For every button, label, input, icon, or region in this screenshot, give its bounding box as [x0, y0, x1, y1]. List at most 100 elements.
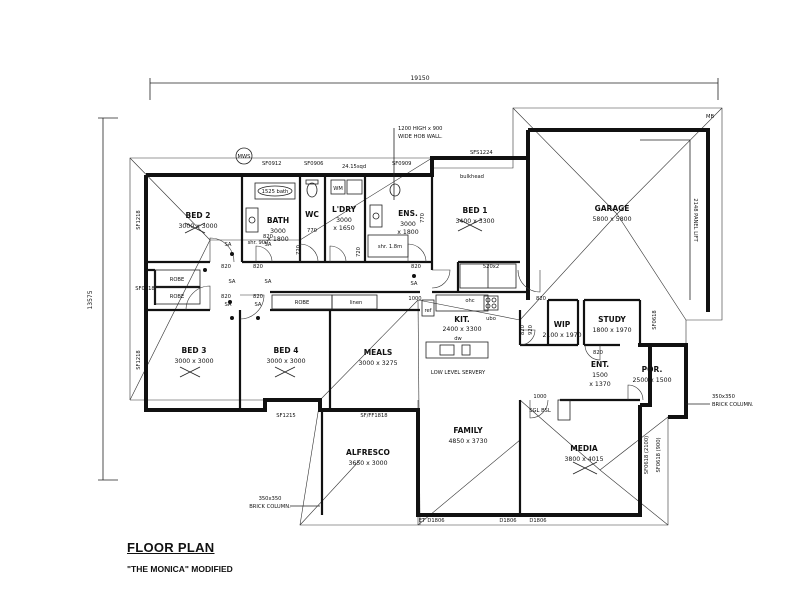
wip-name: WIP — [554, 320, 571, 329]
door-width: 820 — [593, 350, 603, 356]
low-servery-label: LOW LEVEL SERVERY — [431, 370, 486, 376]
ens-size2: x 1800 — [397, 229, 418, 236]
external-walls — [144, 128, 710, 517]
fixtures — [154, 139, 691, 421]
por-size: 2500 x 1500 — [632, 377, 671, 384]
door-code: D1806 — [427, 518, 444, 524]
garage-size: 5800 x 5800 — [592, 216, 631, 223]
wm-label: WM — [333, 186, 343, 192]
ldry-size: 3000 — [336, 217, 352, 224]
room-labels: BED 2 3000 x 3000 BATH 3000 x 1800 WC L'… — [174, 204, 671, 467]
door-width: 820 — [221, 264, 231, 270]
overall-width-label: 19150 — [410, 75, 429, 82]
window-code: SF0618 (2100) — [644, 436, 650, 474]
sa-tag: SA — [411, 281, 418, 287]
window-codes: SF0912 SF0906 24.15sqd SF0909 SFS1224 SF… — [135, 150, 662, 474]
roof-outline — [129, 107, 723, 526]
ohc-label: ohc — [465, 298, 474, 304]
door-width: 1000 — [533, 394, 546, 400]
overall-depth-label: 13575 — [87, 290, 94, 309]
ent-size2: x 1370 — [589, 381, 610, 388]
robe-label: ROBE — [295, 300, 310, 306]
bed1-size: 3400 x 3300 — [455, 218, 494, 225]
robe-label: ROBE — [170, 277, 185, 283]
area-label: 24.15sqd — [342, 164, 366, 170]
sa-tag: SA — [225, 302, 232, 308]
hob-wall-note-1: 1200 HIGH x 900 — [398, 126, 442, 132]
ens-size: 3000 — [400, 221, 416, 228]
bed2-name: BED 2 — [186, 211, 211, 220]
bath-size2: x 1800 — [267, 236, 288, 243]
window-code: SF1218 — [136, 350, 142, 369]
sa-tag: SA — [255, 302, 262, 308]
kit-name: KIT. — [454, 315, 470, 324]
meals-name: MEALS — [364, 348, 393, 357]
door-swings — [185, 237, 644, 419]
por-name: POR. — [642, 365, 663, 374]
brick-column-note: BRICK COLUMN. — [712, 402, 754, 408]
window-code: SF0618 (900) — [656, 437, 662, 472]
bed1-name: BED 1 — [463, 206, 488, 215]
bath-size: 3000 — [270, 228, 286, 235]
kit-size: 2400 x 3300 — [442, 326, 481, 333]
wc-name: WC — [305, 210, 319, 219]
door-width-labels: 820 820 820 820 820 820 820 820 770 770 … — [221, 213, 603, 524]
brick-column-note: 350x350 — [712, 394, 735, 400]
shower-label: shr. 900 — [248, 240, 269, 246]
brick-column-note: BRICK COLUMN. — [249, 504, 291, 510]
wip-size: 2100 x 1970 — [542, 332, 581, 339]
window-code: SF0906 — [304, 161, 323, 167]
door-width: 820 — [221, 294, 231, 300]
door-width: 820 — [411, 264, 421, 270]
window-code: SFS1224 — [470, 150, 493, 156]
sa-tag: SA — [229, 279, 236, 285]
door-code: D1806 — [529, 518, 546, 524]
ubo-label: ubo — [486, 316, 496, 322]
alfresco-size: 3650 x 3000 — [348, 460, 387, 467]
dw-label: dw — [454, 336, 462, 342]
study-size: 1800 x 1970 — [592, 327, 631, 334]
window-code: SF1215 — [276, 413, 295, 419]
door-width: 820 — [253, 294, 263, 300]
door-width: 720 — [356, 247, 362, 257]
et-label: ET — [419, 518, 426, 524]
sa-tag: SA — [265, 279, 272, 285]
door-width: 720 — [296, 245, 302, 255]
door-width: 820 — [536, 296, 546, 302]
overall-depth-dimension: 13575 — [87, 117, 118, 481]
window-code: SF0909 — [392, 161, 411, 167]
sa-tag: SA — [265, 242, 272, 248]
window-code: SF/FF1818 — [360, 413, 387, 419]
robe-label: ROBE — [170, 294, 185, 300]
ceiling-fans — [179, 218, 598, 475]
bath-tub-label: 1525 bath — [262, 189, 289, 195]
linen-label: linen — [350, 300, 363, 306]
window-code: SF1218 — [136, 210, 142, 229]
sa-tags: SA SA SA SA SA SA SA — [225, 242, 418, 308]
mws-label: MWS — [238, 154, 251, 160]
ens-name: ENS. — [398, 209, 418, 218]
door-width: 770 — [420, 213, 426, 223]
family-name: FAMILY — [453, 426, 483, 435]
plan-title: FLOOR PLAN — [127, 540, 215, 555]
bath-name: BATH — [267, 216, 289, 225]
study-name: STUDY — [598, 315, 626, 324]
internal-walls — [146, 175, 642, 515]
bed3-name: BED 3 — [182, 346, 207, 355]
garage-name: GARAGE — [595, 204, 630, 213]
media-name: MEDIA — [570, 444, 598, 453]
alfresco-name: ALFRESCO — [346, 448, 390, 457]
plan-subtitle: "THE MONICA" MODIFIED — [127, 564, 233, 574]
door-width: 820 — [253, 264, 263, 270]
bed4-name: BED 4 — [274, 346, 299, 355]
smoke-alarms — [203, 252, 416, 320]
ldry-name: L'DRY — [332, 205, 357, 214]
door-width: 770 — [307, 228, 317, 234]
panel-lift-label: 2148 PANEL LIFT — [692, 198, 698, 242]
window-code: SF0912 — [262, 161, 281, 167]
sa-tag: SA — [225, 242, 232, 248]
bed4-size: 3000 x 3000 — [266, 358, 305, 365]
door-width: 820 — [263, 234, 273, 240]
door-code: D1806 — [499, 518, 516, 524]
